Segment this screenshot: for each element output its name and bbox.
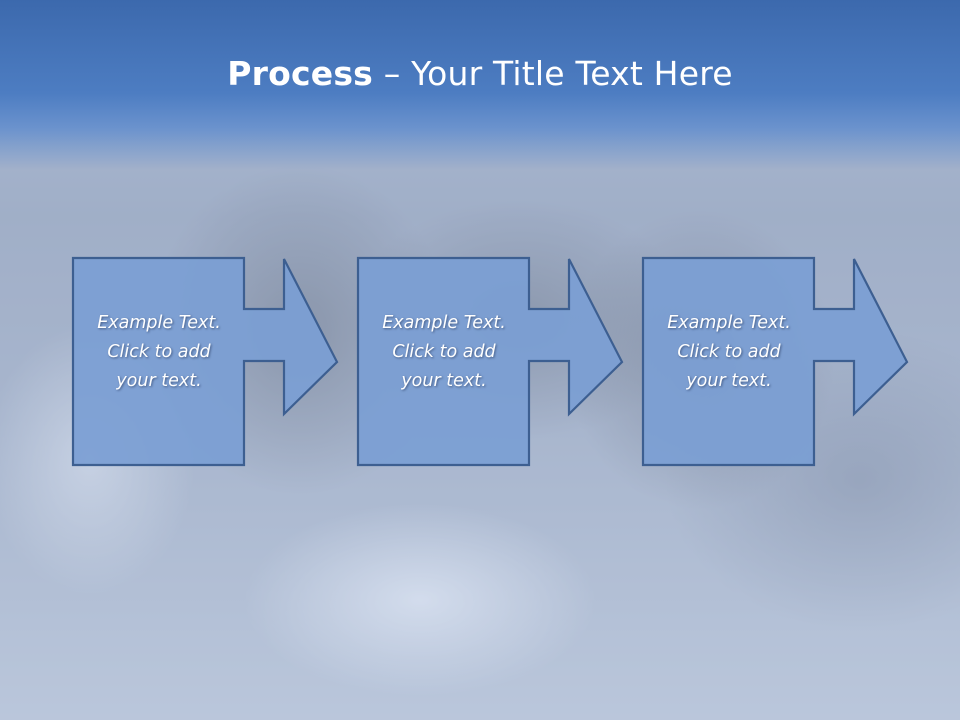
step-1-line-1: Example Text. (97, 313, 221, 333)
step-2-line-1: Example Text. (382, 313, 506, 333)
arrow-outline-3 (641, 256, 909, 467)
step-1-line-3: your text. (116, 371, 202, 391)
title-band (0, 0, 960, 170)
step-text-2[interactable]: Example Text. Click to add your text. (359, 309, 529, 396)
process-step-3[interactable]: Example Text. Click to add your text. (641, 256, 912, 467)
step-text-3[interactable]: Example Text. Click to add your text. (644, 309, 814, 396)
step-3-line-1: Example Text. (667, 313, 791, 333)
arrow-shape-1 (71, 256, 339, 467)
arrow-shape-3 (641, 256, 909, 467)
step-2-line-2: Click to add (392, 342, 496, 362)
step-3-line-2: Click to add (677, 342, 781, 362)
process-step-1[interactable]: Example Text. Click to add your text. (71, 256, 342, 467)
arrow-outline-1 (71, 256, 339, 467)
step-2-line-3: your text. (401, 371, 487, 391)
process-step-2[interactable]: Example Text. Click to add your text. (356, 256, 627, 467)
step-1-line-2: Click to add (107, 342, 211, 362)
arrow-outline-2 (356, 256, 624, 467)
title-bold-part: Process (227, 54, 374, 93)
step-3-line-3: your text. (686, 371, 772, 391)
slide-title[interactable]: Process – Your Title Text Here (0, 52, 960, 96)
arrow-shape-2 (356, 256, 624, 467)
step-text-1[interactable]: Example Text. Click to add your text. (74, 309, 244, 396)
title-rest-part: – Your Title Text Here (373, 54, 733, 93)
